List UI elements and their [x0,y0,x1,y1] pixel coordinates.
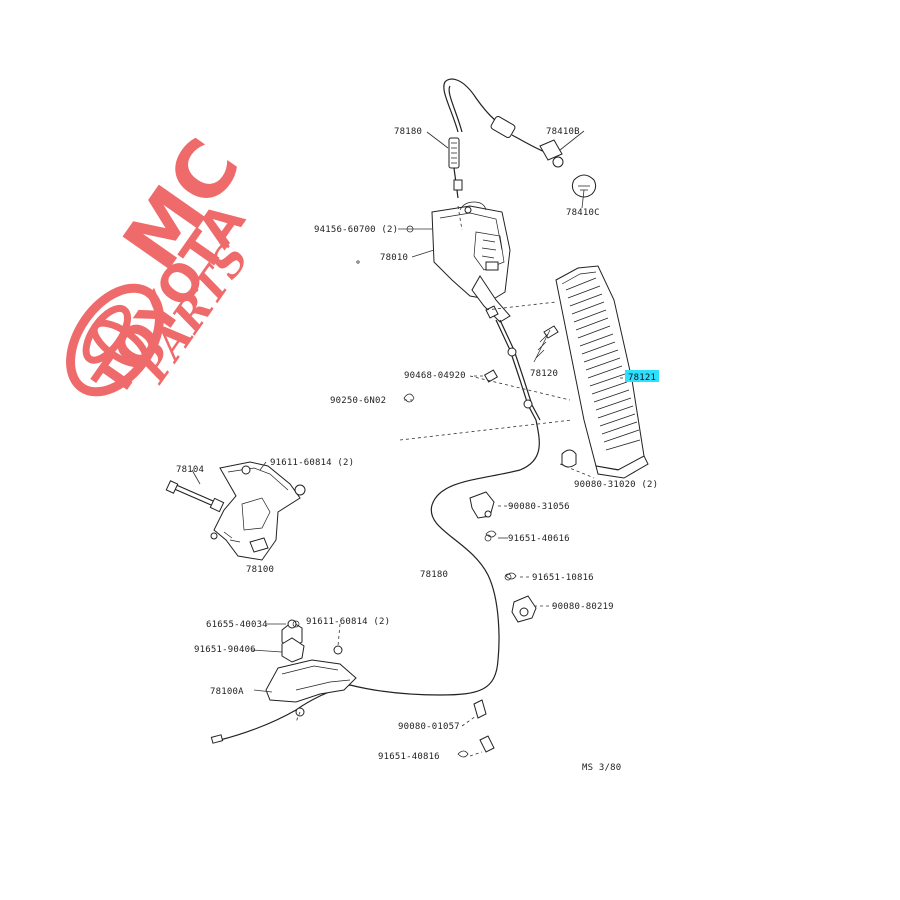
bolt-78120 [533,325,559,363]
label-91651-c: 91651-90406 [194,645,256,655]
label-78120: 78120 [530,369,558,379]
stopper-90080 [561,449,577,468]
pin-90468 [483,369,499,383]
label-78410b: 78410B [546,127,580,137]
label-90080-d: 90080-80219 [552,602,614,612]
pedal-arm [485,305,541,421]
watermark: MC TOYOTA PARTS [66,124,258,407]
clip-90250 [403,393,415,403]
small-fasteners [292,225,512,628]
grommet-78410c [571,174,597,198]
highlight-78121 [625,370,659,382]
label-78100: 78100 [246,565,274,575]
label-78121: 78121 [628,373,656,383]
throttle-cable-upper [443,78,564,199]
label-61655: 61655-40034 [206,620,268,630]
bolt-91651-d [457,750,469,758]
label-91651-a: 91651-40616 [508,534,570,544]
clip-90080-e [473,699,495,753]
label-ref-code: MS 3/80 [582,763,621,773]
bracket-78100 [210,461,306,561]
label-90080-c: 90080-31056 [508,502,570,512]
label-90250: 90250-6N02 [330,396,386,406]
label-90080-e: 90080-01057 [398,722,460,732]
label-91611-b: 91611-60814 (2) [306,617,390,627]
pedal-bracket-78010 [431,201,511,323]
label-91651-d: 91651-40816 [378,752,440,762]
label-78104: 78104 [176,465,204,475]
clamp-90080-c [469,491,495,519]
label-78010: 78010 [380,253,408,263]
toyota-emblem-icon [66,283,164,397]
label-90468: 90468-04920 [404,371,466,381]
clamp-90080-d [511,595,537,623]
bracket-78100a [265,619,357,717]
accelerator-pedal-78121 [555,265,649,479]
leader-lines [191,130,624,757]
rod-78104 [165,480,225,513]
bolt-91651-a [485,530,497,538]
part-labels: 78180 78410B 78410C 94156-60700 (2) 7801… [176,127,659,773]
bolt-91651-b [505,572,517,580]
label-78410c: 78410C [566,208,600,218]
label-78180-top: 78180 [394,127,422,137]
label-91651-b: 91651-10816 [532,573,594,583]
label-78100a: 78100A [210,687,244,697]
label-90080-pad: 90080-31020 (2) [574,480,658,490]
label-78180-mid: 78180 [420,570,448,580]
label-91611-a: 91611-60814 (2) [270,458,354,468]
label-94156: 94156-60700 (2) [314,225,398,235]
